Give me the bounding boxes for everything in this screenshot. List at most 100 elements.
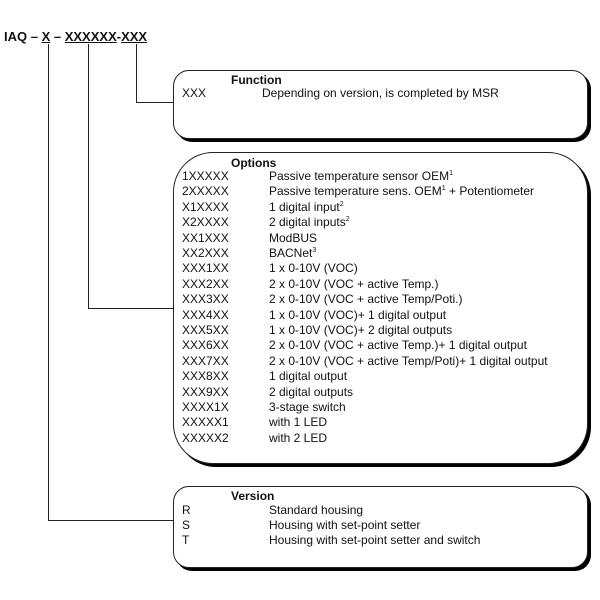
- options-code: XXX5XX: [182, 323, 229, 337]
- options-code: 2XXXXX: [182, 184, 229, 199]
- function-box: Function XXX Depending on version, is com…: [173, 70, 588, 139]
- description-suffix: + Potentiometer: [445, 184, 535, 199]
- version-row: S Housing with set-point setter: [182, 518, 583, 533]
- options-code: XX2XXX: [182, 246, 229, 260]
- options-row: XXX1XX 1 x 0-10V (VOC): [182, 261, 583, 276]
- options-description: 1 x 0-10V (VOC)+ 2 digital outputs: [269, 323, 452, 337]
- options-code: XXX2XX: [182, 276, 229, 291]
- connector-function-h: [136, 102, 173, 103]
- version-description: Housing with set-point setter and switch: [269, 533, 480, 547]
- footnote-marker: 2: [339, 200, 344, 208]
- connector-options: [88, 44, 89, 309]
- options-description: Passive temperature sens. OEM1 + Potenti…: [269, 184, 534, 198]
- options-code: XXX1XX: [182, 261, 229, 276]
- options-code: XXX6XX: [182, 338, 229, 353]
- description-text: 2 digital outputs: [269, 384, 354, 399]
- footnote-marker: 2: [345, 216, 350, 224]
- options-row: XXX2XX 2 x 0-10V (VOC + active Temp.): [182, 277, 583, 292]
- connector-version: [48, 44, 49, 521]
- description-text: 2 x 0-10V (VOC + active Temp/Poti.): [269, 292, 463, 307]
- code-function-segment: XXX: [121, 29, 148, 44]
- description-text: Passive temperature sens. OEM: [269, 184, 442, 199]
- code-version-segment: X: [41, 29, 51, 44]
- description-text: 2 digital inputs: [269, 215, 346, 230]
- description-text: ModBUS: [269, 230, 318, 245]
- footnote-marker: 1: [441, 185, 446, 193]
- footnote-marker: 1: [449, 170, 453, 177]
- options-description: 2 x 0-10V (VOC + active Temp.)+ 1 digita…: [269, 338, 527, 352]
- description-text: BACNet: [269, 246, 313, 260]
- options-code: XXX4XX: [182, 307, 229, 322]
- options-description: BACNet3: [269, 246, 316, 260]
- description-text: Passive temperature sensor OEM: [269, 169, 450, 183]
- options-description: 1 digital input2: [269, 200, 344, 214]
- options-description: Passive temperature sensor OEM1: [269, 169, 453, 183]
- footnote-marker: 3: [312, 247, 317, 254]
- description-text: Standard housing: [269, 503, 364, 517]
- options-row: 1XXXXX Passive temperature sensor OEM1: [182, 169, 583, 184]
- version-code: T: [182, 533, 190, 547]
- options-title: Options: [231, 156, 277, 170]
- options-box: Options 1XXXXX Passive temperature sensor…: [173, 152, 588, 464]
- code-options-segment: XXXXXX: [64, 29, 117, 44]
- options-row: XX1XXX ModBUS: [182, 231, 583, 246]
- options-description: 1 x 0-10V (VOC): [269, 261, 358, 275]
- options-description: 3-stage switch: [269, 400, 346, 414]
- options-row: XXX4XX 1 x 0-10V (VOC)+ 1 digital output: [182, 308, 583, 323]
- description-text: 1 digital output: [269, 369, 348, 384]
- options-row: XXX8XX 1 digital output: [182, 369, 583, 384]
- description-text: Housing with set-point setter and switch: [269, 533, 481, 547]
- connector-version-h: [48, 520, 173, 521]
- options-row: XXX3XX 2 x 0-10V (VOC + active Temp/Poti.…: [182, 292, 583, 307]
- version-row: T Housing with set-point setter and switc…: [182, 533, 583, 548]
- options-code: XXXX1X: [182, 400, 229, 414]
- options-code: XX1XXX: [182, 230, 229, 245]
- version-code: S: [182, 518, 191, 532]
- options-description: with 1 LED: [269, 415, 327, 429]
- description-text: 2 x 0-10V (VOC + active Temp.): [269, 276, 439, 291]
- function-code: XXX: [182, 86, 207, 100]
- function-description: Depending on version, is completed by MS…: [262, 86, 499, 100]
- description-text: 1 x 0-10V (VOC)+ 2 digital outputs: [269, 323, 453, 337]
- product-code: IAQ – X – XXXXXX-XXX: [4, 29, 147, 44]
- options-row: XXX6XX 2 x 0-10V (VOC + active Temp.)+ 1 …: [182, 338, 583, 353]
- description-text: 1 digital input: [269, 199, 340, 214]
- options-row: XXXXX2 with 2 LED: [182, 431, 583, 446]
- options-code: XXX3XX: [182, 292, 229, 307]
- options-code: XXX7XX: [182, 353, 229, 368]
- connector-options-h: [88, 308, 173, 309]
- connector-function: [136, 44, 137, 103]
- description-text: with 2 LED: [269, 430, 328, 445]
- options-code: XXX8XX: [182, 369, 229, 384]
- version-description: Standard housing: [269, 503, 363, 517]
- description-text: 1 x 0-10V (VOC): [269, 261, 358, 276]
- options-code: XXXXX1: [182, 415, 229, 430]
- options-description: 2 x 0-10V (VOC + active Temp/Poti.): [269, 292, 463, 306]
- options-code: 1XXXXX: [182, 169, 229, 183]
- options-description: 2 x 0-10V (VOC + active Temp/Poti)+ 1 di…: [269, 354, 548, 368]
- options-row: XXXX1X 3-stage switch: [182, 400, 583, 415]
- description-text: 1 x 0-10V (VOC)+ 1 digital output: [269, 307, 447, 322]
- description-text: Housing with set-point setter: [269, 518, 421, 532]
- options-description: ModBUS: [269, 231, 317, 245]
- options-row: XXX5XX 1 x 0-10V (VOC)+ 2 digital outputs: [182, 323, 583, 338]
- options-description: 1 digital output: [269, 369, 347, 383]
- options-row: XX2XXX BACNet3: [182, 246, 583, 261]
- options-row: 2XXXXX Passive temperature sens. OEM1 + P…: [182, 184, 583, 199]
- options-description: 2 digital inputs2: [269, 215, 350, 229]
- options-description: 2 x 0-10V (VOC + active Temp.): [269, 277, 439, 291]
- function-title: Function: [231, 73, 282, 87]
- version-code: R: [182, 503, 191, 517]
- code-separator: –: [50, 29, 65, 44]
- options-code: XXXXX2: [182, 430, 229, 445]
- options-description: 1 x 0-10V (VOC)+ 1 digital output: [269, 308, 446, 322]
- description-text: with 1 LED: [269, 415, 328, 430]
- description-text: Depending on version, is completed by MS…: [262, 86, 499, 100]
- description-text: 2 x 0-10V (VOC + active Temp/Poti)+ 1 di…: [269, 353, 548, 368]
- version-row: R Standard housing: [182, 503, 583, 518]
- options-description: with 2 LED: [269, 431, 327, 445]
- version-title: Version: [231, 489, 275, 503]
